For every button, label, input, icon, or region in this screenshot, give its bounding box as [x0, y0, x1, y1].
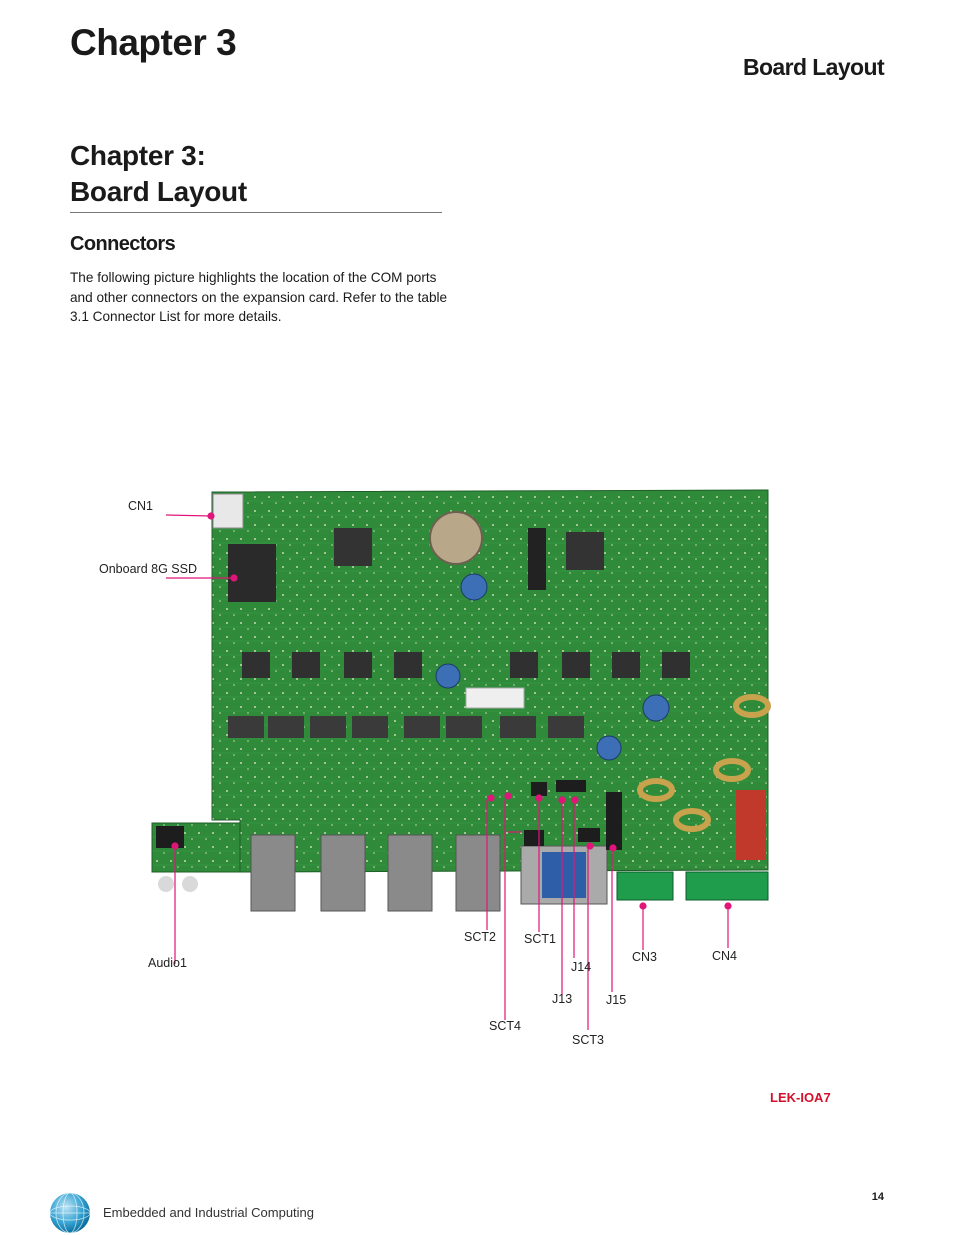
section-header: Board Layout: [742, 54, 885, 80]
label-sct2: SCT2: [464, 930, 496, 944]
cn4-terminal: [685, 871, 769, 901]
label-j14: J14: [571, 960, 592, 974]
label-sct1: SCT1: [524, 932, 556, 946]
label-cn3: CN3: [632, 950, 658, 964]
chapter-title-line2: Board Layout: [70, 176, 247, 207]
label-j15: J15: [606, 993, 627, 1007]
subsection-title: Connectors: [70, 233, 176, 255]
rj45-jacks: [250, 834, 501, 912]
ssd-chip: [228, 544, 276, 602]
label-sct4: SCT4: [489, 1019, 521, 1033]
cn1-connector: [212, 493, 244, 529]
globe-logo-icon: [49, 1192, 91, 1234]
label-ssd: Onboard 8G SSD: [99, 562, 197, 576]
transformer-row: [228, 716, 584, 738]
intro-paragraph: The following picture highlights the loc…: [70, 270, 448, 324]
label-cn1: CN1: [128, 499, 154, 513]
label-sct3: SCT3: [572, 1033, 604, 1047]
chip-row-top: [242, 652, 690, 678]
callout-lines: [165, 512, 732, 1030]
figure-caption: LEK-IOA7: [770, 1090, 831, 1105]
label-audio1: Audio1: [148, 956, 187, 970]
chapter-title: Chapter 3: Board Layout: [70, 138, 442, 213]
label-cn4: CN4: [712, 949, 738, 963]
chapter-title-line1: Chapter 3:: [70, 140, 206, 171]
label-j13: J13: [552, 992, 573, 1006]
cn3-terminal: [616, 871, 674, 901]
board-illustration: [151, 489, 771, 1030]
board-figure: CN1 Onboard 8G SSD Audio1 SCT2 SCT1 SCT4…: [0, 480, 954, 1080]
page-number: 14: [871, 1191, 884, 1203]
coin-battery: [429, 511, 483, 565]
chapter-header: Chapter 3: [70, 22, 237, 63]
footer-text: Embedded and Industrial Computing: [103, 1205, 315, 1220]
